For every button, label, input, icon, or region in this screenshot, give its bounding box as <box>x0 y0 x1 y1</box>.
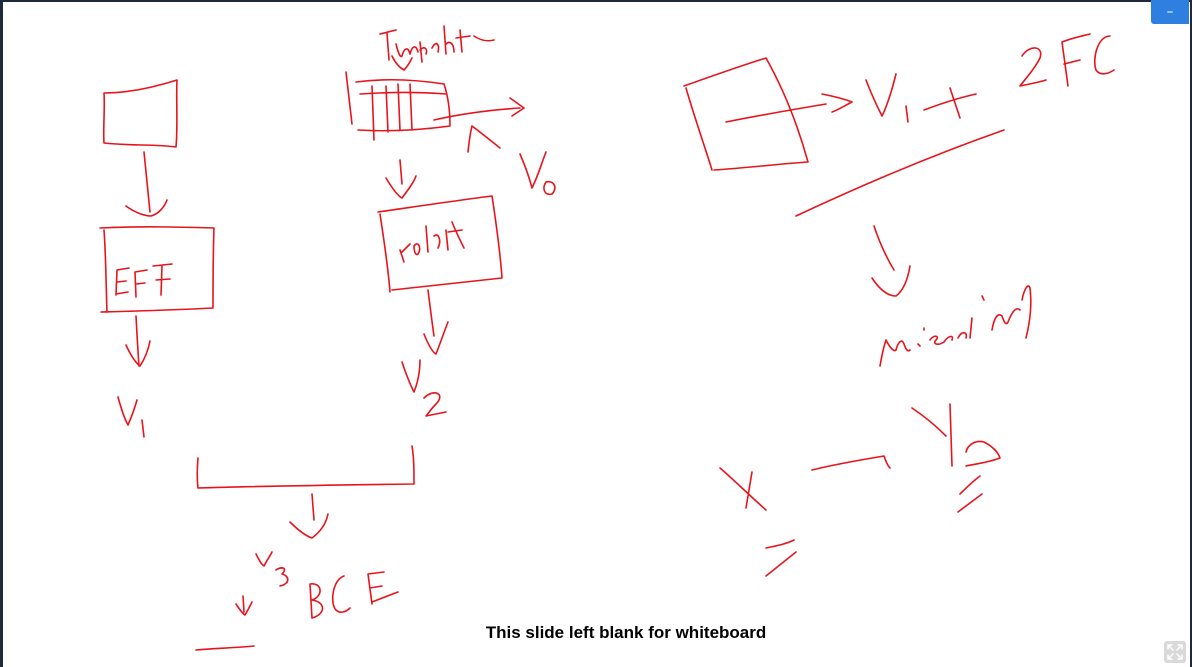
frame-border-top <box>0 0 1192 2</box>
ink-merge <box>195 445 415 651</box>
fullscreen-button[interactable] <box>1164 641 1186 663</box>
slide-caption: This slide left blank for whiteboard <box>485 623 767 642</box>
ink-left-diagram <box>99 79 215 438</box>
frame-border-left <box>0 0 3 667</box>
minimize-button[interactable]: – <box>1151 0 1189 24</box>
ink-right-diagram <box>683 33 1115 577</box>
expand-icon <box>1167 644 1183 660</box>
ink-middle-diagram <box>345 25 556 417</box>
frame-border-right <box>1190 0 1192 667</box>
